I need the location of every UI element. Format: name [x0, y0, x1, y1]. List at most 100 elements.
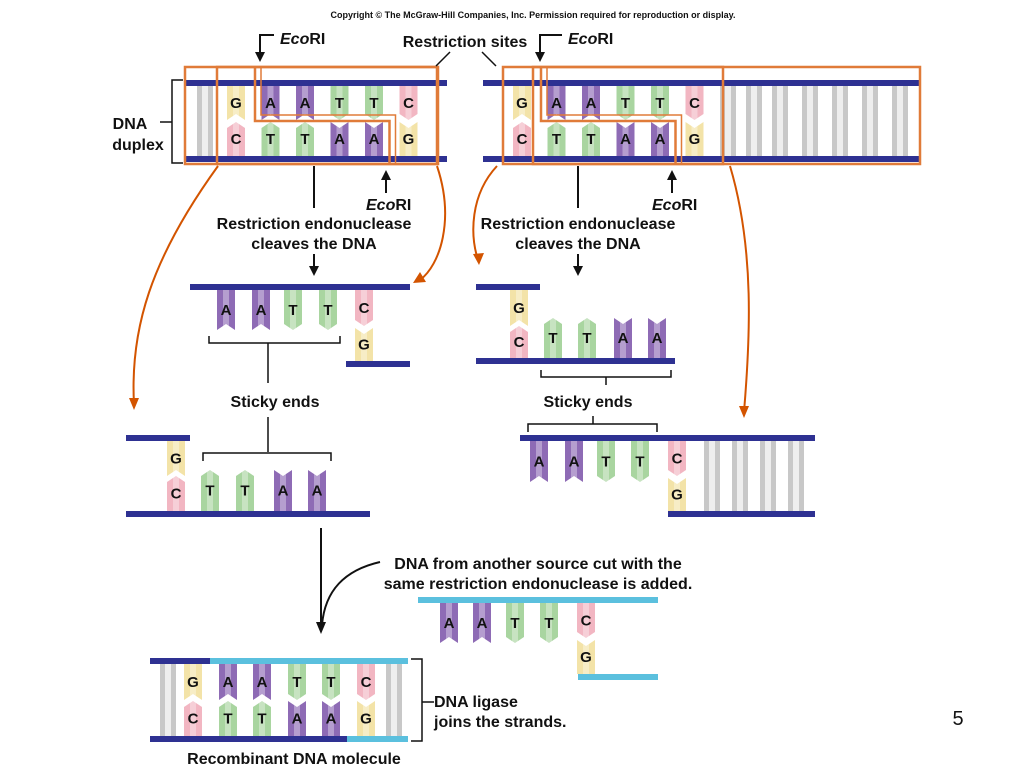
down-arrow-recombinant: [316, 528, 381, 634]
base-C: C: [399, 86, 418, 120]
base-C: C: [685, 86, 704, 120]
base-A: A: [296, 86, 314, 120]
base-letter: G: [580, 649, 592, 666]
base-gray: [892, 86, 908, 156]
base-letter: C: [361, 674, 372, 691]
slide-number: 5: [952, 708, 963, 730]
base-letter: G: [170, 451, 182, 468]
foreign-dna-label-line2: same restriction endonuclease is added.: [384, 576, 693, 593]
base-letter: T: [223, 711, 232, 728]
base-A: A: [322, 701, 340, 736]
base-letter: T: [240, 483, 249, 500]
base-letter: C: [403, 95, 414, 112]
ligase-label-line1: DNA ligase: [434, 694, 518, 711]
ecori-italic: Eco: [568, 31, 598, 48]
base-letter: G: [671, 487, 683, 504]
sticky-bracket-low-left: [202, 452, 332, 461]
base-T: T: [322, 664, 340, 700]
base-A: A: [614, 318, 632, 358]
base-G: G: [227, 86, 245, 120]
top-strand: [483, 80, 920, 86]
cleaves-label-right-line1: Restriction endonuclease: [481, 216, 676, 233]
base-T: T: [288, 664, 306, 700]
base-letter: G: [403, 131, 415, 148]
base-T: T: [547, 122, 566, 156]
down-arrow-right: [573, 254, 583, 276]
bottom-strand: [346, 361, 410, 367]
sticky-bracket-low-right: [527, 423, 658, 432]
restriction-sites-pointers: [435, 51, 497, 67]
top-strand: [520, 435, 815, 441]
base-T: T: [261, 122, 280, 156]
base-letter: T: [621, 95, 630, 112]
base-letter: T: [266, 131, 275, 148]
base-gray: [832, 86, 848, 156]
base-letter: A: [278, 483, 289, 500]
top-strand: [126, 435, 190, 441]
base-letter: A: [652, 330, 663, 347]
base-letter: A: [257, 674, 268, 691]
bottom-strand: [476, 358, 675, 364]
ecori-italic: Eco: [366, 197, 396, 214]
ecori-label-bottom-left: EcoRI: [366, 170, 411, 214]
base-letter: G: [513, 300, 525, 317]
base-letter: A: [477, 615, 488, 632]
base-G: G: [668, 478, 686, 511]
base-letter: A: [334, 131, 345, 148]
copyright-notice: Copyright © The McGraw-Hill Companies, I…: [330, 10, 735, 20]
base-letter: A: [534, 454, 545, 471]
base-T: T: [219, 701, 237, 736]
base-letter: T: [288, 302, 297, 319]
sticky-ends-label-left: Sticky ends: [231, 394, 320, 411]
recombinant-top-right: [210, 658, 408, 664]
base-T: T: [506, 603, 524, 643]
base-C: C: [355, 290, 373, 326]
ecori-rest: RI: [681, 197, 697, 214]
base-C: C: [510, 326, 528, 358]
top-strand: [190, 284, 410, 290]
base-A: A: [261, 86, 280, 120]
foreign-bottom-strand: [578, 674, 658, 680]
base-letter: T: [205, 483, 214, 500]
base-letter: T: [369, 95, 378, 112]
base-A: A: [565, 441, 583, 482]
base-gray: [788, 441, 804, 511]
base-A: A: [219, 664, 237, 700]
base-C: C: [167, 476, 185, 511]
ecori-label-bottom-right: EcoRI: [652, 170, 697, 214]
base-T: T: [330, 86, 349, 120]
ecori-label-top-left: EcoRI: [255, 31, 325, 62]
ecori-italic: Eco: [280, 31, 310, 48]
base-T: T: [544, 318, 562, 358]
base-gray: [862, 86, 878, 156]
cleaves-label-left-line1: Restriction endonuclease: [217, 216, 412, 233]
base-gray: [160, 664, 176, 736]
base-G: G: [357, 701, 375, 736]
cleaves-label-left-line2: cleaves the DNA: [251, 236, 377, 253]
base-letter: A: [221, 302, 232, 319]
recombinant-bottom-right: [347, 736, 408, 742]
base-letter: T: [326, 674, 335, 691]
base-letter: G: [358, 337, 370, 354]
base-letter: A: [369, 131, 380, 148]
base-letter: A: [618, 330, 629, 347]
base-A: A: [473, 603, 491, 643]
base-T: T: [651, 86, 669, 120]
ecori-label-top-right: EcoRI: [535, 31, 613, 62]
base-A: A: [253, 664, 271, 700]
base-letter: T: [292, 674, 301, 691]
dna-duplex-bracket: [160, 79, 183, 164]
base-A: A: [582, 86, 600, 120]
base-letter: T: [300, 131, 309, 148]
base-gray: [772, 86, 788, 156]
base-letter: C: [231, 131, 242, 148]
base-letter: T: [510, 615, 519, 632]
svg-text:EcoRI: EcoRI: [366, 197, 411, 214]
ecori-rest: RI: [395, 197, 411, 214]
base-T: T: [365, 86, 383, 120]
base-letter: G: [360, 711, 372, 728]
base-G: G: [513, 86, 531, 120]
